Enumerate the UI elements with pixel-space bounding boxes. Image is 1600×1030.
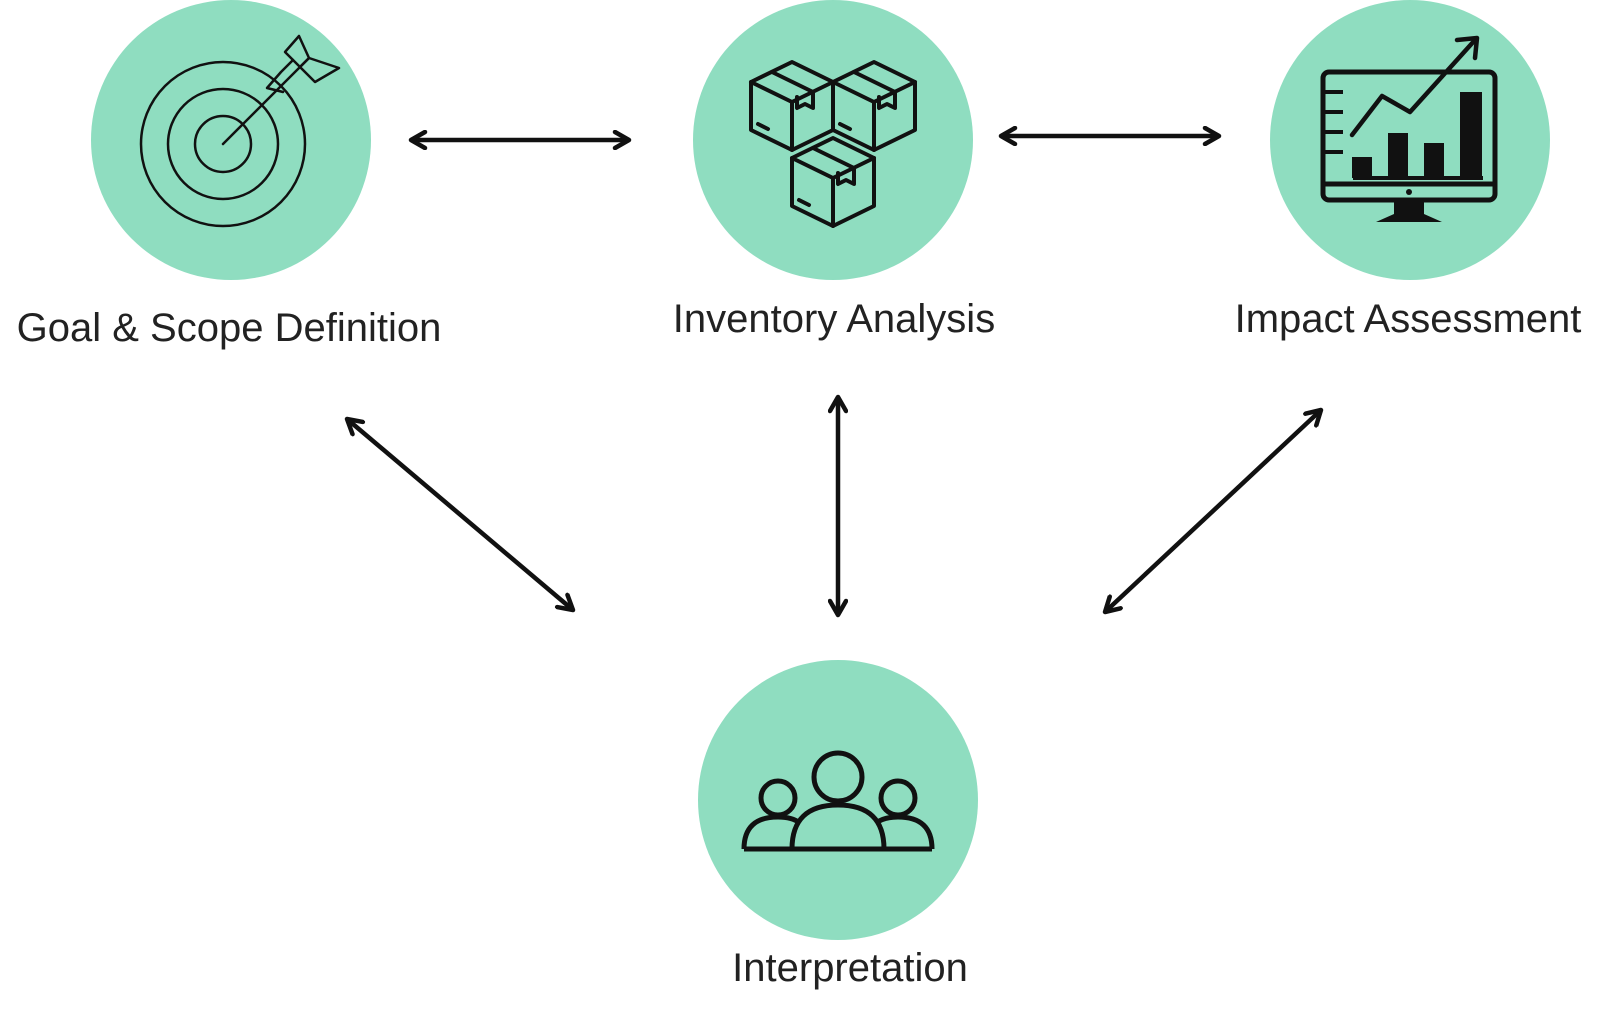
target-arrow-icon [139,34,341,228]
boxes-icon [749,60,917,228]
impact-node-circle [1270,0,1550,280]
chart-monitor-icon [1320,35,1498,222]
impact-node-label: Impact Assessment [1234,297,1582,341]
interp-node-label: Interpretation [732,946,968,990]
goal-node-circle [91,0,371,280]
people-group-icon [741,750,935,852]
edge-goal-interp [347,419,573,610]
edge-impact-interp [1105,410,1321,612]
inventory-node-label: Inventory Analysis [672,297,996,341]
goal-node-label: Goal & Scope Definition [16,306,442,350]
